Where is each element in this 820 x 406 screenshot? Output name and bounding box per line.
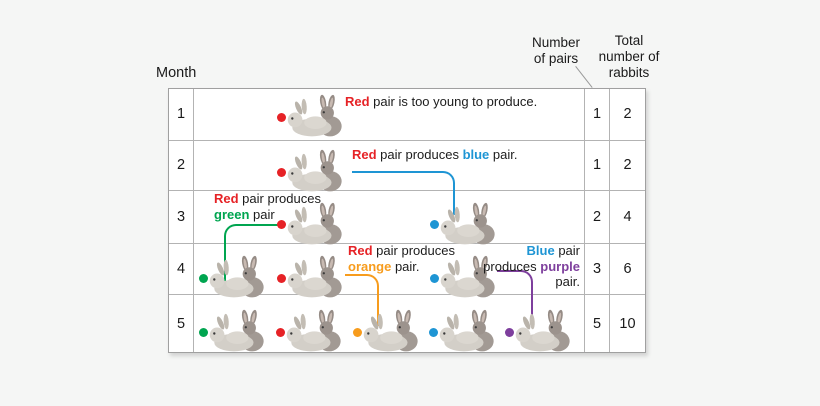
pairs-header-pointer-line bbox=[575, 66, 593, 88]
caption-segment: pair is too young to produce. bbox=[369, 94, 538, 109]
month-cell: 3 bbox=[169, 191, 194, 243]
rabbit-table: 1 1 2 2 1 2 3 2 4 4 3 6 5 5 10 bbox=[168, 88, 646, 353]
rabbit-pair-image bbox=[507, 307, 577, 353]
connector-red-to-green-pair bbox=[224, 224, 281, 286]
pairs-cell: 5 bbox=[584, 295, 609, 352]
caption-segment: Blue bbox=[526, 243, 555, 258]
total-cell: 4 bbox=[609, 191, 645, 243]
pair-color-dot bbox=[276, 220, 286, 229]
connector-red-to-orange-pair bbox=[345, 274, 379, 326]
month-cell: 2 bbox=[169, 140, 194, 191]
pair-color-dot bbox=[276, 273, 286, 283]
total-cell: 2 bbox=[609, 140, 645, 191]
month-cell: 4 bbox=[169, 243, 194, 295]
pair-color-dot bbox=[198, 273, 208, 283]
caption-segment: blue bbox=[462, 147, 490, 162]
total-cell: 2 bbox=[609, 89, 645, 140]
caption-segment: produces bbox=[483, 258, 541, 274]
table-row: 3 2 4 bbox=[169, 191, 645, 244]
caption-segment: purple bbox=[540, 258, 580, 274]
caption-month4-right: Blue pair produces purple pair. bbox=[483, 243, 580, 290]
caption-segment: Red bbox=[348, 243, 373, 258]
rabbit-pair-image bbox=[279, 92, 349, 138]
caption-segment: orange bbox=[348, 258, 392, 274]
caption-segment: pair produces bbox=[238, 191, 321, 206]
caption-segment: Red bbox=[345, 94, 370, 109]
connector-blue-to-purple-pair bbox=[497, 270, 533, 325]
rabbit-pair-image bbox=[432, 200, 502, 246]
table-row: 4 3 6 bbox=[169, 243, 645, 296]
total-cell: 6 bbox=[609, 243, 645, 295]
pairs-cell: 3 bbox=[584, 243, 609, 295]
month-cell: 5 bbox=[169, 295, 194, 352]
caption-segment: pair produces bbox=[376, 147, 463, 162]
total-rabbits-header: Total number of rabbits bbox=[598, 33, 660, 80]
rabbit-pair-image bbox=[279, 253, 349, 299]
caption-segment: pair bbox=[554, 243, 580, 258]
caption-segment: pair. bbox=[391, 258, 420, 274]
connector-red-to-blue-pair bbox=[352, 171, 455, 215]
caption-month1: Red pair is too young to produce. bbox=[345, 94, 537, 110]
number-of-pairs-header: Number of pairs bbox=[531, 35, 580, 66]
rabbit-pair-image bbox=[201, 253, 271, 299]
caption-month3: Red pair produces green pair bbox=[214, 191, 321, 222]
month-column-label: Month bbox=[156, 65, 197, 81]
pair-color-dot bbox=[276, 167, 286, 177]
pair-color-dot bbox=[276, 112, 286, 122]
pair-color-dot bbox=[504, 327, 514, 337]
month-cell: 1 bbox=[169, 89, 194, 140]
rabbit-pair-image bbox=[431, 307, 501, 353]
pair-color-dot bbox=[429, 273, 439, 283]
total-cell: 10 bbox=[609, 295, 645, 352]
caption-month4-left: Red pair produces orange pair. bbox=[348, 243, 455, 274]
pair-color-dot bbox=[352, 327, 362, 337]
table-row: 2 1 2 bbox=[169, 140, 645, 192]
rabbit-pair-image bbox=[355, 307, 425, 353]
rabbit-pair-image bbox=[278, 307, 348, 353]
caption-segment: Red bbox=[214, 191, 239, 206]
table-row: 5 5 10 bbox=[169, 295, 645, 352]
pairs-cell: 1 bbox=[584, 89, 609, 140]
pairs-cell: 2 bbox=[584, 191, 609, 243]
pair-color-dot bbox=[198, 327, 208, 337]
caption-segment: pair. bbox=[489, 147, 518, 162]
pair-color-dot bbox=[428, 327, 438, 337]
caption-segment: pair produces bbox=[372, 243, 455, 258]
caption-segment: green bbox=[214, 206, 250, 222]
caption-segment: pair bbox=[249, 206, 275, 222]
rabbit-pair-image bbox=[279, 147, 349, 193]
pairs-cell: 1 bbox=[584, 140, 609, 191]
pair-color-dot bbox=[429, 220, 439, 229]
pair-color-dot bbox=[275, 327, 285, 337]
table-row: 1 1 2 bbox=[169, 89, 645, 141]
rabbit-pair-image bbox=[201, 307, 271, 353]
caption-segment: pair. bbox=[555, 274, 580, 289]
caption-month2: Red pair produces blue pair. bbox=[352, 147, 517, 163]
caption-segment: Red bbox=[352, 147, 377, 162]
